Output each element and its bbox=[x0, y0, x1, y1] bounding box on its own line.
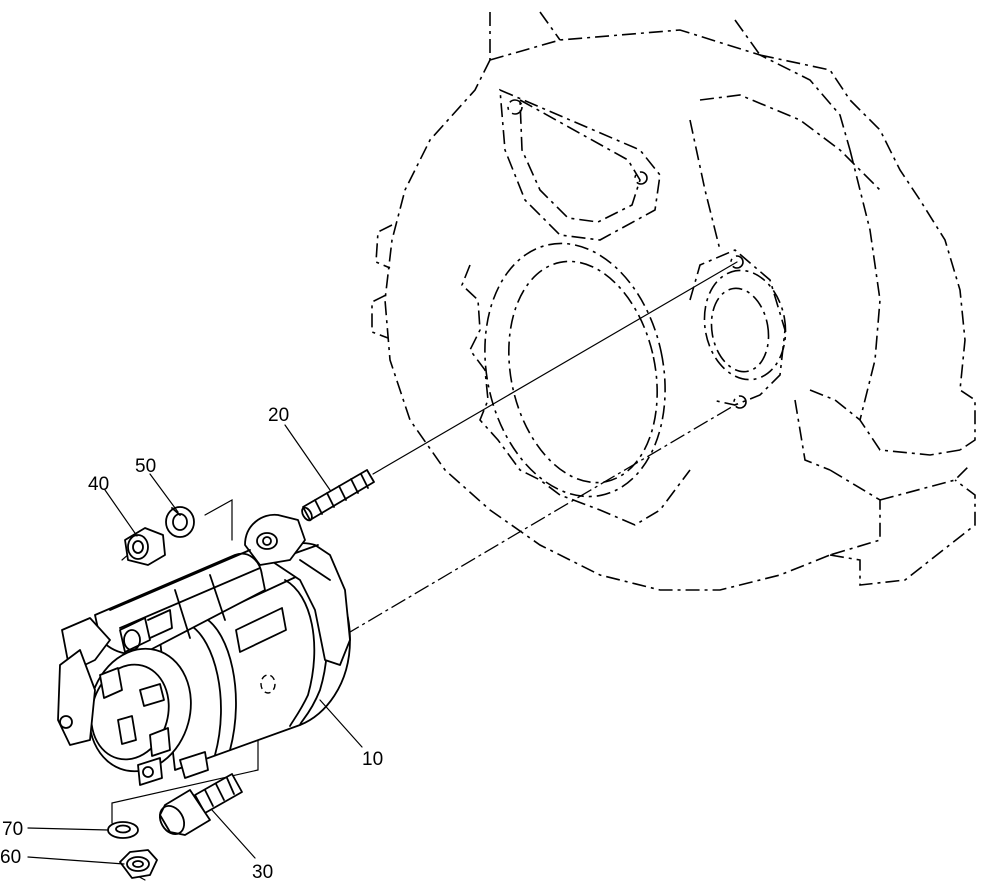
leader-30 bbox=[211, 809, 256, 859]
starter-motor bbox=[57, 513, 351, 786]
leader-10 bbox=[319, 699, 363, 748]
leader-lines bbox=[27, 424, 363, 865]
leader-70 bbox=[27, 827, 109, 831]
callout-30: 30 bbox=[252, 862, 273, 883]
leader-50 bbox=[149, 473, 179, 513]
nut-60 bbox=[119, 849, 158, 879]
callout-10: 10 bbox=[362, 749, 383, 770]
leader-40 bbox=[104, 489, 138, 537]
callout-50: 50 bbox=[135, 456, 156, 477]
stud-bolt bbox=[301, 469, 375, 522]
leader-20 bbox=[284, 424, 331, 491]
callout-70: 70 bbox=[2, 819, 23, 840]
flywheel-housing bbox=[371, 11, 976, 591]
hex-bolt bbox=[158, 773, 243, 836]
callout-60: 60 bbox=[0, 847, 21, 868]
callout-40: 40 bbox=[88, 474, 109, 495]
washer-70 bbox=[107, 821, 139, 839]
callout-20: 20 bbox=[268, 405, 289, 426]
leader-60 bbox=[27, 856, 125, 865]
nut-40 bbox=[124, 527, 166, 566]
washer-50 bbox=[165, 506, 195, 538]
callout-labels: 20 50 40 10 30 70 60 bbox=[0, 405, 383, 883]
